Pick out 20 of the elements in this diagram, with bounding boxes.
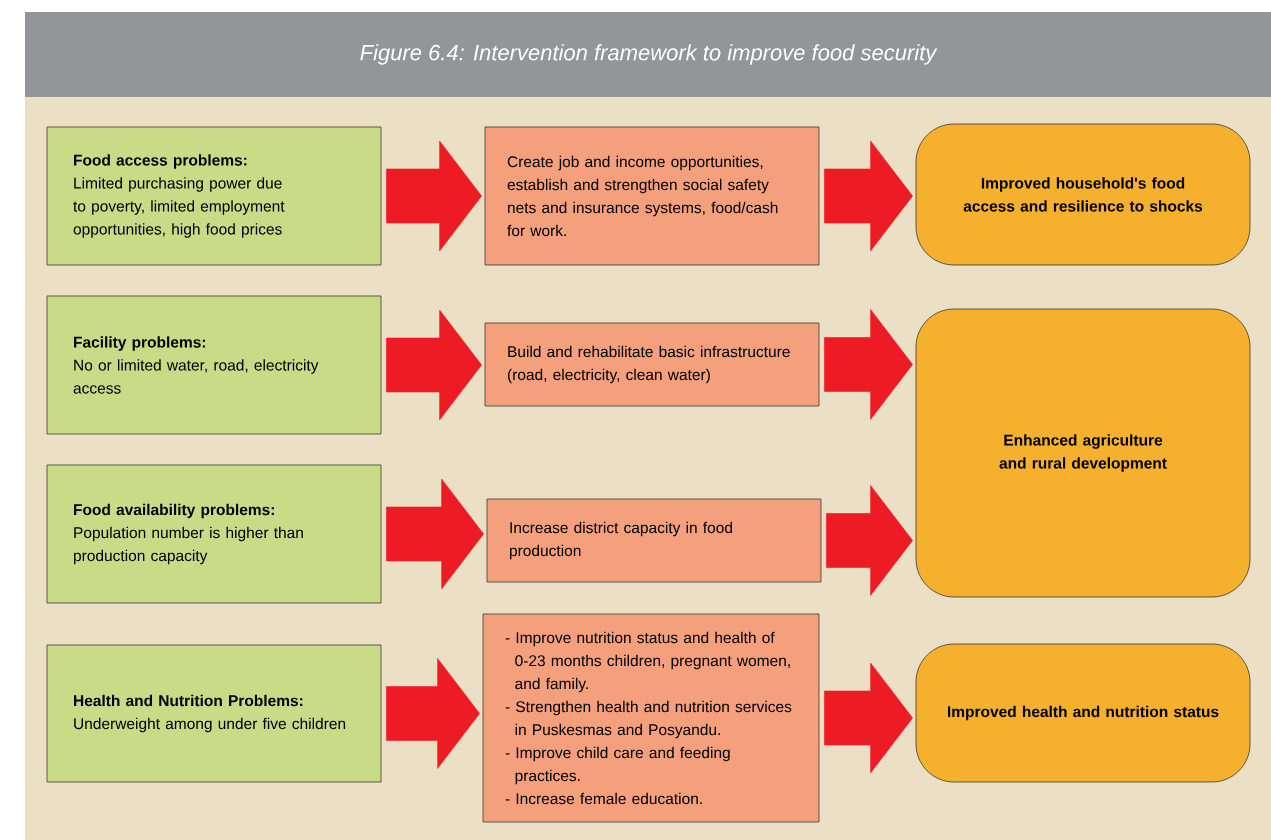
block-arrow bbox=[386, 140, 482, 252]
block-arrow bbox=[824, 309, 913, 420]
problem-box: Facility problems: No or limited water, road, electricity access bbox=[46, 295, 382, 435]
title-banner: Figure 6.4: Intervention framework to improve food security bbox=[25, 12, 1271, 97]
block-arrow bbox=[386, 658, 480, 769]
problem-box: Health and Nutrition Problems: Underweight among under five children bbox=[46, 644, 382, 783]
action-box: Create job and income opportunities, establish and strengthen social safety nets and insurance systems, food/cash for work. bbox=[484, 126, 820, 266]
block-arrow bbox=[824, 140, 913, 252]
outcome-box: Enhanced agriculture and rural development bbox=[915, 308, 1251, 598]
action-box: Increase district capacity in food production bbox=[486, 498, 822, 583]
action-box: Build and rehabilitate basic infrastructure (road, electricity, clean water) bbox=[484, 322, 820, 407]
outcome-box: Improved health and nutrition status bbox=[915, 643, 1251, 783]
block-arrow bbox=[386, 309, 482, 421]
block-arrow bbox=[386, 478, 484, 590]
problem-box: Food access problems: Limited purchasing power due to poverty, limited employment opportunities, high food prices bbox=[46, 126, 382, 266]
problem-box: Food availability problems: Population number is higher than production capacity bbox=[46, 464, 382, 604]
outcome-box: Improved household's food access and resilience to shocks bbox=[915, 123, 1251, 266]
action-box: - Improve nutrition status and health of 0-23 months children, pregnant women, and family. - Strengthen health and nutrition services in Puskesmas and Posyandu. - Improve child care and feeding practices. - Increase female education. bbox=[482, 613, 820, 823]
block-arrow bbox=[826, 485, 913, 596]
block-arrow bbox=[824, 662, 913, 774]
